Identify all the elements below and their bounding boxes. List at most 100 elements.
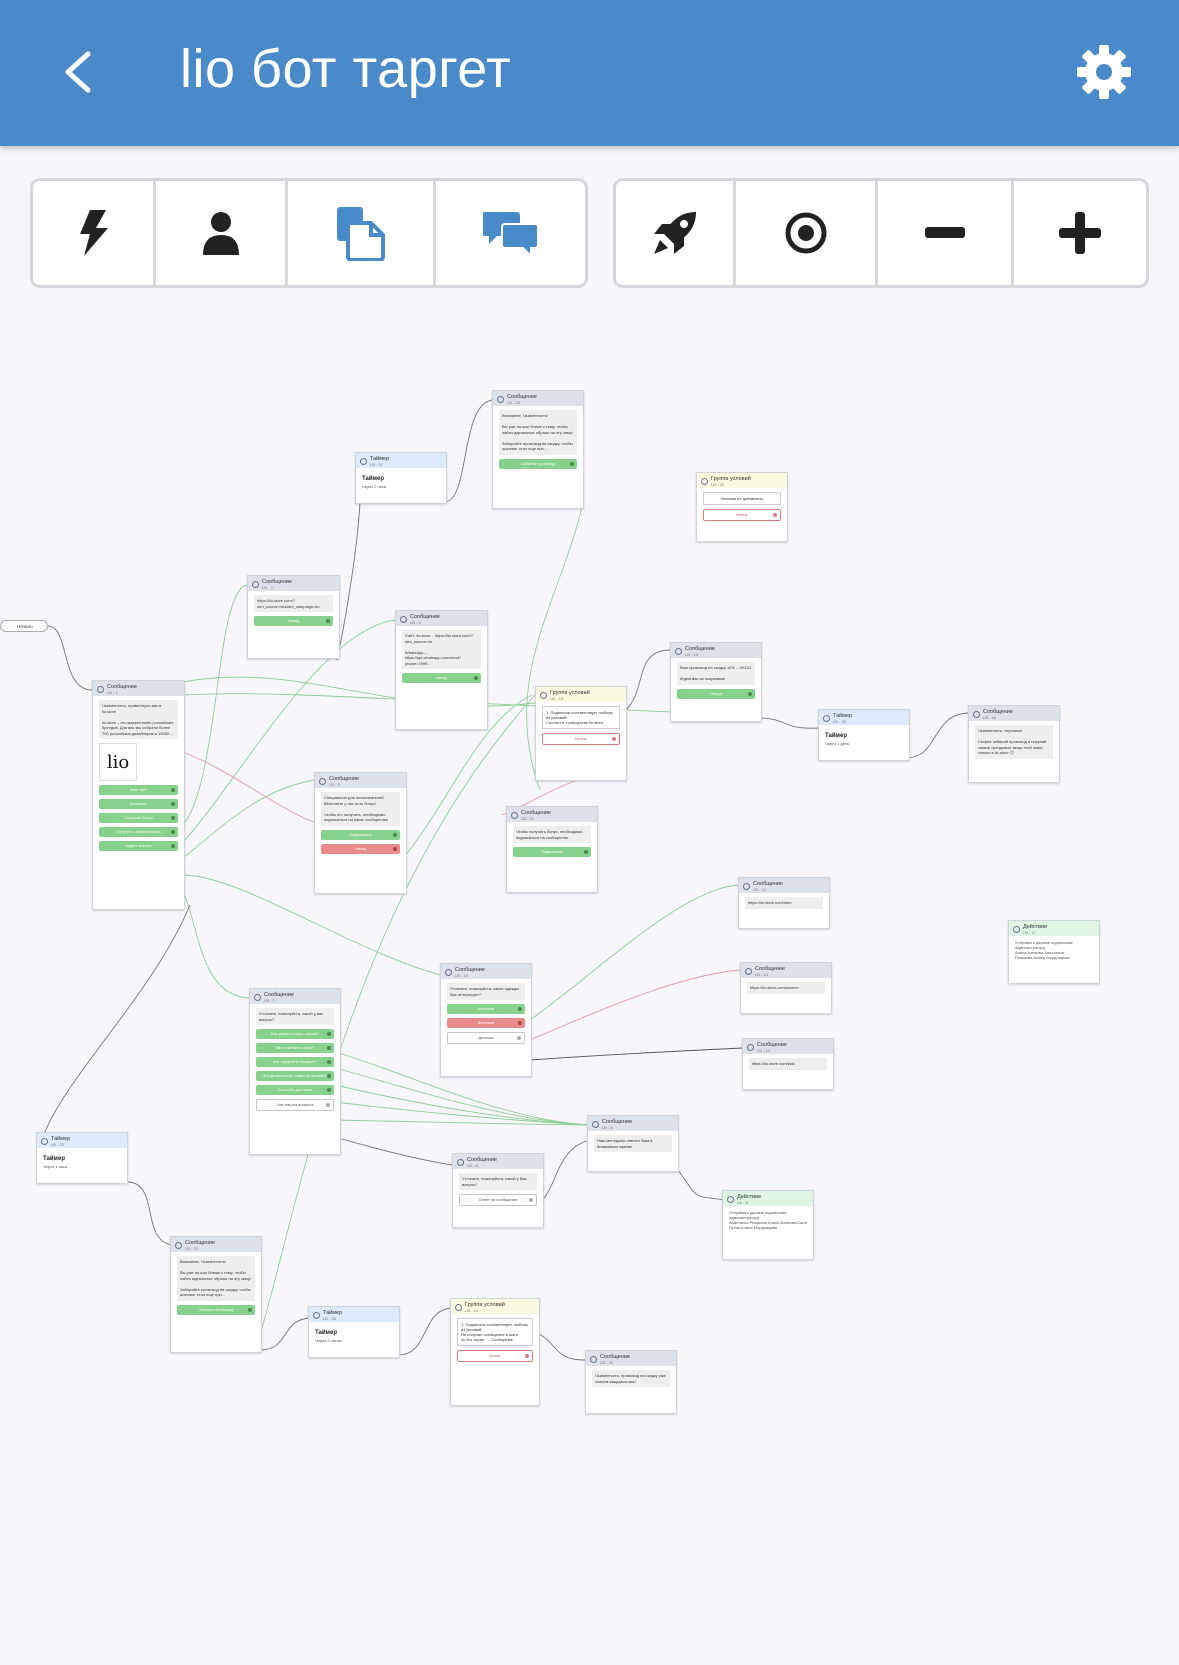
trigger-button[interactable] xyxy=(33,181,156,285)
node-button[interactable]: Как поменять заказ? xyxy=(256,1043,334,1053)
gear-icon[interactable] xyxy=(1076,44,1132,100)
node-button[interactable]: Иначе xyxy=(457,1350,533,1362)
zoom-in-button[interactable] xyxy=(1014,181,1146,285)
node-body: Чьиментсеть, торопись! Скорее забирай пр… xyxy=(969,721,1059,766)
node-button[interactable]: Как оформить возврат? xyxy=(256,1057,334,1067)
node-button[interactable]: Наш сайт xyxy=(99,785,178,795)
timer-delay: Через 2 часа xyxy=(362,484,387,489)
node-button[interactable]: Иначе xyxy=(703,509,781,521)
node-button[interactable]: Назад xyxy=(402,673,481,683)
user-button[interactable] xyxy=(156,181,288,285)
node-text: Чтобы получить бонус, необходимо подписа… xyxy=(513,826,591,843)
node-button[interactable]: Мужская xyxy=(447,1004,525,1014)
node-type-icon xyxy=(175,1242,182,1249)
node-text: Уточните, пожалуйста, какой у вас вопрос… xyxy=(256,1008,334,1025)
node-subtitle: LB - 28 xyxy=(507,400,520,405)
node-title: Сообщение xyxy=(262,579,292,585)
node-button[interactable]: Способы доставки xyxy=(256,1085,334,1095)
node-type-icon xyxy=(745,968,752,975)
node-button[interactable]: Получить консультацию xyxy=(99,827,178,837)
node-subtitle: LB - 20 xyxy=(711,482,724,487)
timer-delay: Отправить данные подписчика администрато… xyxy=(1015,940,1073,960)
node-title: Группа условий xyxy=(711,476,751,482)
center-button[interactable] xyxy=(736,181,878,285)
node-subtitle: LB - 27 xyxy=(370,462,383,467)
node-body: Внимание, Чьиментсеть! Вы уже на шаг бли… xyxy=(493,406,583,477)
node-body: https://lio.store.com/women xyxy=(741,978,831,1001)
condition-text: 1. Подписчик соответствует любому из усл… xyxy=(542,706,620,729)
node-text: https://lio.store.com/kids xyxy=(749,1058,827,1070)
node-button[interactable]: Подписался xyxy=(513,847,591,857)
node-button[interactable]: Подписался xyxy=(321,829,400,840)
copy-button[interactable] xyxy=(288,181,436,285)
node-title: Сообщение xyxy=(329,776,359,782)
node-title: Сообщение xyxy=(755,966,785,972)
node-button[interactable]: Назад xyxy=(677,688,755,699)
node-button[interactable]: Женская xyxy=(447,1018,525,1028)
node-subtitle: LB - 12 xyxy=(753,887,766,892)
node-button[interactable]: Контакты xyxy=(99,799,178,809)
node-text: Уточните, пожалуйста, какое одежда Вас и… xyxy=(447,983,525,1000)
node-button[interactable]: Ответ на сообщение xyxy=(459,1194,537,1206)
node-body: 1. Подписчик соответствует любому из усл… xyxy=(451,1314,539,1370)
messages-button[interactable] xyxy=(436,181,585,285)
node-button[interactable]: Детская xyxy=(447,1032,525,1044)
node-subtitle: LB - 1 xyxy=(107,690,118,695)
node-button[interactable]: Что делать если товар не пришёл? xyxy=(256,1071,334,1081)
node-button[interactable]: Забрать промокод xyxy=(499,458,577,469)
node-button[interactable]: Забрать промокод xyxy=(177,1304,255,1315)
node-subtitle: LB - 23 xyxy=(185,1246,198,1251)
launch-button[interactable] xyxy=(616,181,736,285)
node-text: Внимание, Чьиментсеть! Вы уже на шаг бли… xyxy=(177,1256,255,1301)
node-body: Наш менеджер ответит Вам в ближайшее вре… xyxy=(588,1131,678,1159)
node-button[interactable]: Как узнать статус заказа? xyxy=(256,1029,334,1039)
node-button[interactable]: Назад xyxy=(254,616,333,626)
node-button[interactable]: Иначе xyxy=(542,733,620,745)
node-title: Таймер xyxy=(51,1136,71,1142)
node-button[interactable]: Задать вопрос xyxy=(99,841,178,851)
zoom-out-button[interactable] xyxy=(878,181,1014,285)
node-button[interactable]: Уже нашла вопроса xyxy=(256,1099,334,1111)
node-type-icon xyxy=(445,969,452,976)
rocket-icon xyxy=(653,212,696,254)
node-button[interactable]: Получить бонус xyxy=(99,813,178,823)
node-body: Уточните, пожалуйста, какой у Вас вопрос… xyxy=(453,1169,543,1214)
node-text: Чьиментсеть, промокод на скидку уже совс… xyxy=(592,1370,670,1387)
chevron-left-icon[interactable] xyxy=(58,48,98,96)
node-button[interactable]: Назад xyxy=(321,843,400,854)
start-node[interactable]: Начало xyxy=(0,620,48,632)
